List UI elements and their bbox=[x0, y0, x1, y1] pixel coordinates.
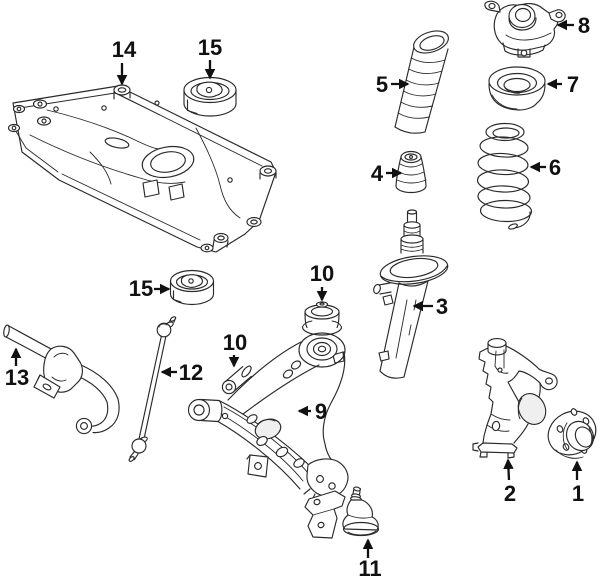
callout-9: 9 bbox=[297, 399, 327, 424]
bushing-10-upper-drawing bbox=[301, 301, 343, 336]
dust-boot-drawing bbox=[394, 30, 449, 134]
callout-6-label: 6 bbox=[549, 155, 561, 180]
callout-15-top-label: 15 bbox=[198, 35, 222, 60]
callout-7: 7 bbox=[546, 72, 579, 97]
spring-seat-drawing bbox=[488, 66, 546, 111]
callout-7-label: 7 bbox=[567, 72, 579, 97]
callout-1: 1 bbox=[571, 460, 584, 506]
bushing-15-lower-drawing bbox=[169, 269, 215, 306]
subframe-slot bbox=[104, 137, 130, 149]
callout-8: 8 bbox=[556, 13, 590, 38]
callout-2: 2 bbox=[503, 458, 516, 506]
callout-2-arrow bbox=[503, 458, 514, 481]
callout-6: 6 bbox=[529, 155, 561, 180]
callout-5: 5 bbox=[376, 72, 410, 97]
callout-5-label: 5 bbox=[376, 72, 388, 97]
hub-drawing bbox=[547, 408, 597, 459]
coil-spring-drawing bbox=[476, 122, 533, 230]
callout-13: 13 bbox=[5, 347, 29, 390]
callout-15-top: 15 bbox=[198, 35, 222, 80]
stabilizer-link-drawing bbox=[128, 316, 177, 462]
strut-drawing bbox=[373, 209, 449, 379]
callout-12-label: 12 bbox=[179, 360, 203, 385]
bushing-15-top-drawing bbox=[183, 76, 237, 117]
callout-14-label: 14 bbox=[112, 37, 137, 62]
callout-10-lower: 10 bbox=[223, 330, 247, 368]
callout-15-lower: 15 bbox=[129, 276, 171, 301]
callout-3: 3 bbox=[412, 294, 448, 319]
callout-15-lower-label: 15 bbox=[129, 276, 153, 301]
callout-3-label: 3 bbox=[436, 294, 448, 319]
callout-2-label: 2 bbox=[504, 481, 516, 506]
callout-13-label: 13 bbox=[5, 365, 29, 390]
callout-4-label: 4 bbox=[371, 161, 384, 186]
ball-joint-drawing bbox=[304, 486, 380, 539]
callout-10-upper-label: 10 bbox=[310, 261, 334, 286]
callout-9-label: 9 bbox=[315, 399, 327, 424]
callout-4: 4 bbox=[371, 161, 403, 186]
callout-12: 12 bbox=[160, 360, 203, 385]
knuckle-drawing bbox=[472, 338, 558, 459]
bushing-10-lower-drawing bbox=[221, 365, 252, 395]
callout-8-label: 8 bbox=[578, 13, 590, 38]
callout-10-lower-label: 10 bbox=[223, 330, 247, 355]
callout-1-label: 1 bbox=[572, 481, 584, 506]
callout-11: 11 bbox=[358, 538, 382, 578]
control-arm-drawing bbox=[187, 332, 349, 501]
strut-mount-drawing bbox=[484, 0, 566, 58]
stabilizer-bar-drawing bbox=[3, 324, 120, 435]
callout-10-upper: 10 bbox=[310, 261, 334, 302]
callout-layer: 14 15 5 8 7 6 4 3 bbox=[5, 13, 590, 578]
callout-14: 14 bbox=[112, 37, 137, 86]
subframe-drawing bbox=[7, 84, 277, 253]
callout-11-label: 11 bbox=[358, 556, 381, 578]
